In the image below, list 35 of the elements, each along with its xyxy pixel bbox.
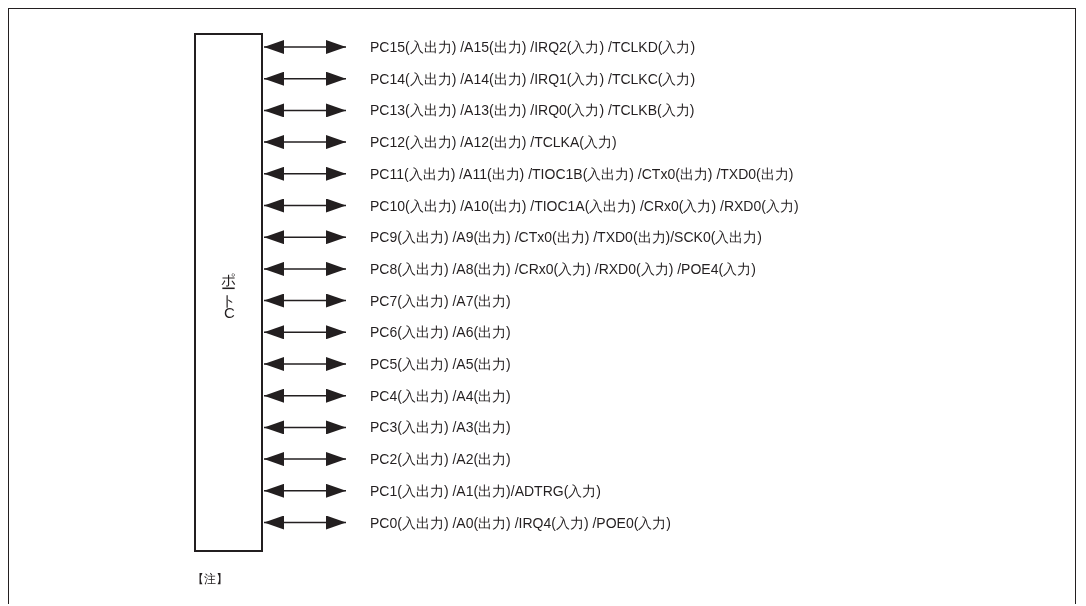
double-arrow [263,420,347,435]
double-arrow [263,198,347,213]
double-arrow [263,166,347,181]
port-label: ポートC [220,261,238,324]
double-arrow [263,388,347,403]
double-arrow [263,325,347,340]
double-arrow [263,230,347,245]
signal-label: PC9(入出力) /A9(出力) /CTx0(出力) /TXD0(出力)/SCK0(入出力) [370,228,762,247]
double-arrow [263,135,347,150]
signal-label: PC1(入出力) /A1(出力)/ADTRG(入力) [370,481,601,500]
signal-label: PC7(入出力) /A7(出力) [370,291,511,310]
signal-label: PC5(入出力) /A5(出力) [370,355,511,373]
note-label: 【注】 [192,571,228,588]
double-arrow [263,515,347,530]
signal-label: PC11(入出力) /A11(出力) /TIOC1B(入出力) /CTx0(出力) /TXD0(出力) [370,164,794,183]
port-box [194,33,263,552]
signal-label: PC13(入出力) /A13(出力) /IRQ0(入力) /TCLKB(入力) [370,101,695,120]
signal-label: PC3(入出力) /A3(出力) [370,418,511,437]
double-arrow [263,71,347,86]
signal-label: PC14(入出力) /A14(出力) /IRQ1(入力) /TCLKC(入力) [370,69,696,88]
double-arrow [263,357,347,371]
signal-label: PC8(入出力) /A8(出力) /CRx0(入力) /RXD0(入力) /POE4(入力) [370,259,756,278]
signal-label: PC4(入出力) /A4(出力) [370,386,511,405]
double-arrow [263,40,347,54]
double-arrow [263,103,347,118]
signal-label: PC0(入出力) /A0(出力) /IRQ4(入力) /POE0(入力) [370,513,672,532]
double-arrow [263,483,347,498]
double-arrow [263,293,347,308]
signal-label: PC15(入出力) /A15(出力) /IRQ2(入力) /TCLKD(入力) [370,38,696,56]
double-arrow [263,452,347,467]
signal-label: PC12(入出力) /A12(出力) /TCLKA(入力) [370,133,617,152]
double-arrow [263,261,347,276]
signal-label: PC6(入出力) /A6(出力) [370,323,511,342]
signal-label: PC2(入出力) /A2(出力) [370,450,511,469]
signal-label: PC10(入出力) /A10(出力) /TIOC1A(入出力) /CRx0(入力) /RXD0(入力) [370,196,799,215]
